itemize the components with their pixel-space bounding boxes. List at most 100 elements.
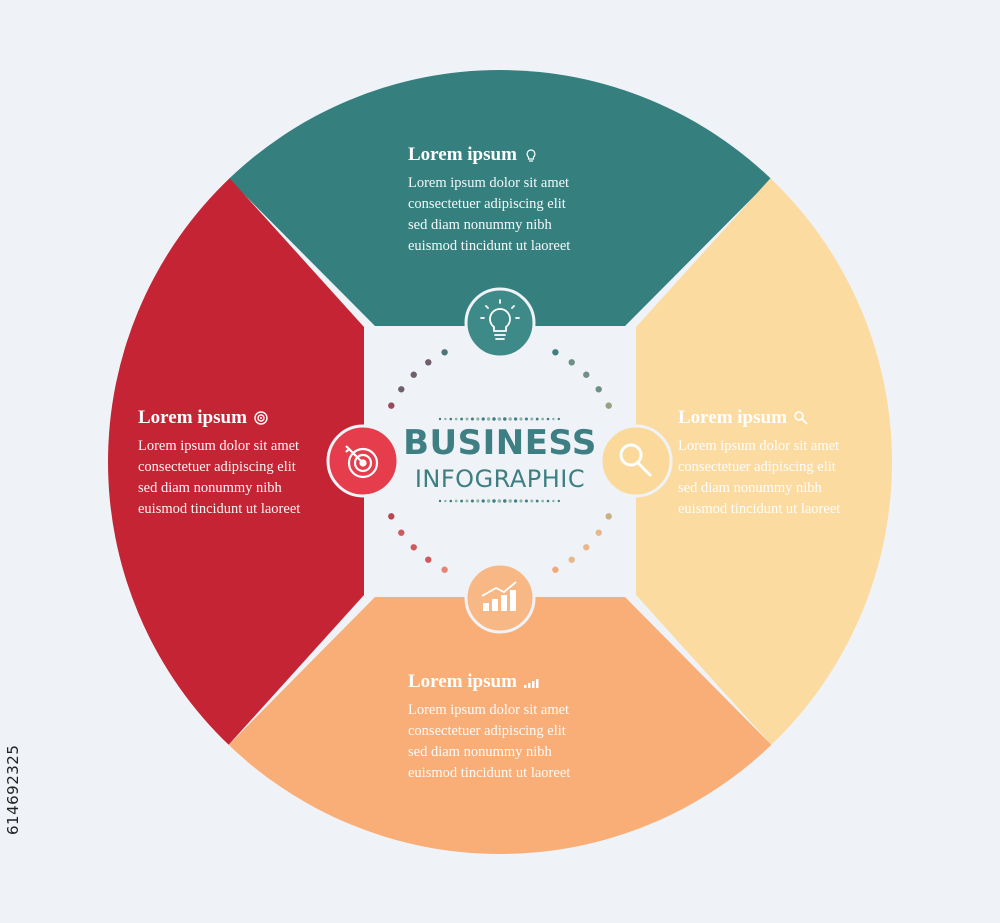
top-line-4: euismod tincidunt ut laoreet — [408, 238, 571, 254]
left-line-4: euismod tincidunt ut laoreet — [138, 501, 301, 517]
title-dot — [519, 417, 523, 421]
ring-dot — [583, 544, 590, 551]
right-section-heading: Lorem ipsum — [678, 406, 840, 430]
ring-dot — [425, 359, 432, 366]
ring-dot — [605, 513, 612, 520]
target-badge — [326, 424, 400, 498]
title-dot — [476, 499, 480, 503]
title-dot — [546, 417, 550, 421]
ring-dot — [568, 556, 575, 563]
left-line-1: Lorem ipsum dolor sit amet — [138, 438, 300, 454]
title-dot — [486, 499, 491, 503]
ring-dot — [441, 349, 448, 356]
title-dot — [546, 499, 550, 503]
ring-dot — [568, 359, 575, 366]
lightbulb-badge — [464, 287, 536, 359]
magnifier-badge — [599, 424, 673, 498]
top-line-1: Lorem ipsum dolor sit amet — [408, 175, 570, 191]
title-dot — [541, 417, 544, 421]
right-line-4: euismod tincidunt ut laoreet — [678, 501, 841, 517]
title-dot — [508, 417, 512, 421]
ring-dot — [441, 566, 448, 573]
bottom-section-title: Lorem ipsum — [408, 671, 517, 692]
right-line-3: sed diam nonummy nibh — [678, 480, 822, 496]
title-dot — [454, 499, 458, 503]
title-dot — [497, 417, 502, 421]
title-dot — [492, 499, 496, 503]
bottom-line-1: Lorem ipsum dolor sit amet — [408, 702, 570, 718]
title-dot — [513, 417, 518, 421]
title-dot — [535, 417, 539, 421]
title-dot — [444, 417, 447, 421]
title-dot — [530, 499, 534, 503]
title-dot — [557, 499, 560, 503]
title-dot — [438, 417, 442, 421]
bar-chart-icon — [523, 679, 539, 688]
left-section-body: Lorem ipsum dolor sit amet consectetuer … — [138, 436, 300, 520]
side-stock-id: 614692325 — [4, 744, 22, 836]
bottom-segment — [180, 597, 820, 854]
ring-dot — [595, 386, 602, 393]
ring-dot — [388, 513, 395, 520]
title-dot — [470, 417, 474, 421]
bar-chart-icon — [481, 581, 517, 611]
title-dot — [530, 417, 534, 421]
ring-dot — [595, 529, 602, 536]
ring-dot — [605, 402, 612, 409]
title-dot — [460, 417, 464, 421]
ring-dot — [410, 544, 417, 551]
title-dot — [541, 499, 544, 503]
title-dot — [454, 417, 458, 421]
magnifier-icon — [619, 443, 652, 477]
center-subtitle: INFOGRAPHIC — [414, 465, 586, 493]
left-line-3: sed diam nonummy nibh — [138, 480, 282, 496]
ring-dot — [425, 556, 432, 563]
title-dot — [503, 499, 507, 503]
title-dot — [438, 499, 442, 503]
bottom-section: Lorem ipsum Lorem ipsum dolor sit amet c… — [408, 670, 570, 784]
right-line-1: Lorem ipsum dolor sit amet — [678, 438, 840, 454]
top-line-3: sed diam nonummy nibh — [408, 217, 552, 233]
title-dots — [438, 417, 560, 503]
left-section: Lorem ipsum Lorem ipsum dolor sit amet c… — [138, 406, 300, 520]
bottom-section-heading: Lorem ipsum — [408, 670, 570, 694]
left-line-2: consectetuer adipiscing elit — [138, 459, 296, 475]
title-dot — [492, 417, 496, 421]
title-dot — [465, 417, 469, 421]
bottom-line-4: euismod tincidunt ut laoreet — [408, 765, 571, 781]
top-section-heading: Lorem ipsum — [408, 143, 570, 167]
ring-dot — [552, 566, 559, 573]
title-dot — [449, 499, 453, 503]
title-dot — [476, 417, 480, 421]
lightbulb-icon — [526, 149, 536, 162]
target-icon — [254, 411, 268, 425]
lightbulb-icon — [480, 299, 520, 340]
bar-chart-badge — [464, 562, 536, 634]
title-dot — [557, 417, 560, 421]
ring-dot — [398, 386, 405, 393]
title-dot — [481, 417, 485, 421]
title-dot — [535, 499, 539, 503]
title-dot — [481, 499, 485, 503]
title-dot — [470, 499, 474, 503]
title-dot — [460, 499, 464, 503]
title-dot — [524, 417, 528, 421]
ring-dot — [552, 349, 559, 356]
left-section-title: Lorem ipsum — [138, 407, 247, 428]
right-section-body: Lorem ipsum dolor sit amet consectetuer … — [678, 436, 840, 520]
center-title: BUSINESS — [403, 423, 597, 463]
title-dot — [513, 499, 518, 503]
bottom-section-body: Lorem ipsum dolor sit amet consectetuer … — [408, 700, 570, 784]
right-section-title: Lorem ipsum — [678, 407, 787, 428]
left-section-heading: Lorem ipsum — [138, 406, 300, 430]
bottom-line-2: consectetuer adipiscing elit — [408, 723, 566, 739]
right-section: Lorem ipsum Lorem ipsum dolor sit amet c… — [678, 406, 840, 520]
ring-dot — [583, 371, 590, 378]
bottom-line-3: sed diam nonummy nibh — [408, 744, 552, 760]
ring-dot — [410, 371, 417, 378]
dotted-ring — [388, 349, 612, 573]
top-line-2: consectetuer adipiscing elit — [408, 196, 566, 212]
title-dot — [497, 499, 502, 503]
title-dot — [524, 499, 528, 503]
top-section-body: Lorem ipsum dolor sit amet consectetuer … — [408, 173, 570, 257]
